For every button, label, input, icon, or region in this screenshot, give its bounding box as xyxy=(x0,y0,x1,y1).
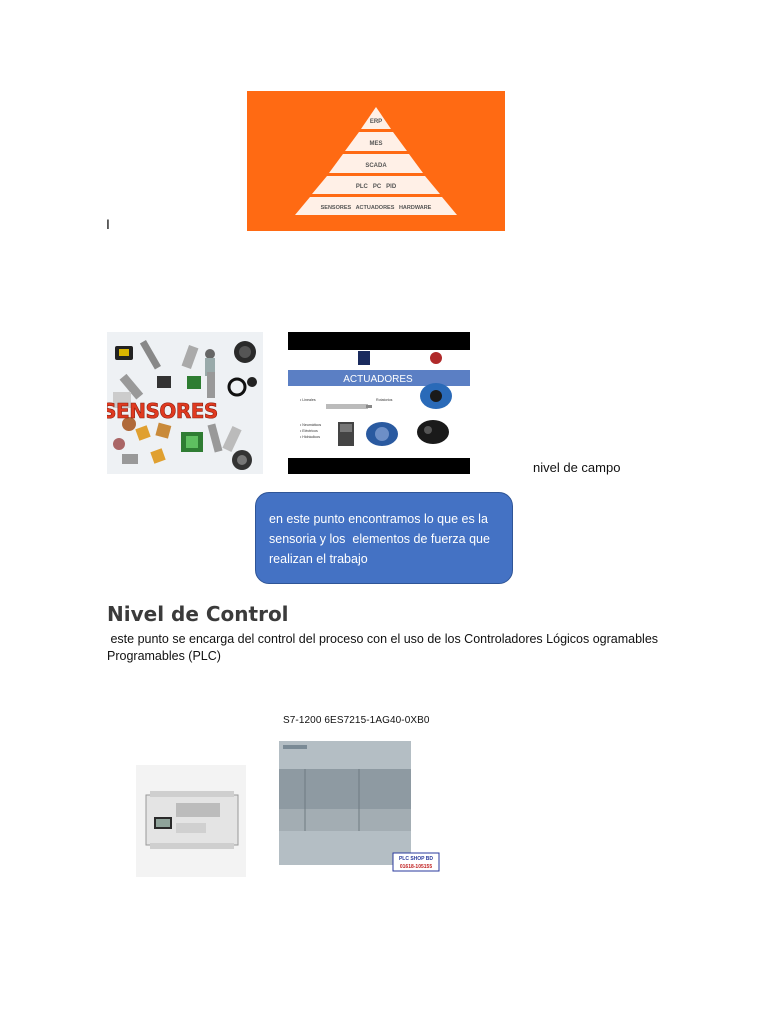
section-paragraph: este punto se encarga del control del pr… xyxy=(107,631,697,665)
actuators-item-2: • Neumáticos xyxy=(300,423,321,427)
automation-pyramid-image: ERP MES SCADA PLC PC PID SENSORES ACTUAD… xyxy=(247,91,505,231)
sensors-photo: SENSORES xyxy=(107,332,263,474)
paragraph-line-1: este punto se encarga del control del pr… xyxy=(107,632,659,646)
field-level-label: nivel de campo xyxy=(533,460,621,475)
pyramid-level-2: MES xyxy=(369,141,382,147)
plc-model-caption: S7-1200 6ES7215-1AG40-0XB0 xyxy=(283,715,430,726)
plc-badge-line-1: PLC SHOP BD xyxy=(399,856,433,862)
actuators-title: ACTUADORES xyxy=(343,374,413,385)
callout-line-2: sensoria y los elementos de fuerza que xyxy=(269,532,490,546)
pyramid-level-3: SCADA xyxy=(365,163,387,169)
section-heading: Nivel de Control xyxy=(107,602,289,626)
explanation-callout: en este punto encontramos lo que es la s… xyxy=(255,492,513,584)
plc-s7-1200-photo: PLC SHOP BD 01618-105155 xyxy=(275,733,440,872)
plc-small-photo xyxy=(136,765,246,877)
actuators-item-1: • Lineales xyxy=(300,398,316,402)
actuators-slide: ACTUADORES • Lineales • Neumáticos • Elé… xyxy=(288,332,470,474)
callout-line-1: en este punto encontramos lo que es la xyxy=(269,512,488,526)
sensors-label: SENSORES xyxy=(107,399,218,423)
actuators-item-rot: Rotatorios xyxy=(376,398,393,402)
plc-badge-line-2: 01618-105155 xyxy=(400,864,432,870)
pyramid-level-5: SENSORES ACTUADORES HARDWARE xyxy=(321,205,432,211)
pyramid-level-4: PLC PC PID xyxy=(356,184,397,190)
actuators-item-3: • Eléctricos xyxy=(300,429,318,433)
callout-line-3: realizan el trabajo xyxy=(269,552,368,566)
actuators-item-4: • Hidráulicos xyxy=(300,435,320,439)
pyramid-level-1: ERP xyxy=(370,119,382,125)
paragraph-line-2: Programables (PLC) xyxy=(107,649,221,663)
text-cursor-mark: I xyxy=(106,216,110,232)
